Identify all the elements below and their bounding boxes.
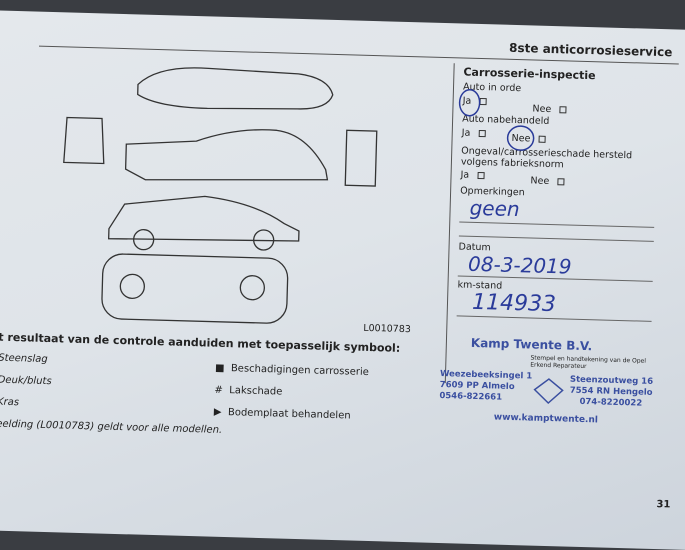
legend-title: et resultaat van de controle aanduiden m… <box>0 330 401 355</box>
q3-label: Ongeval/carrosserieschade hersteld volge… <box>460 145 633 171</box>
no-label: Nee <box>532 103 552 115</box>
legend-note: fbeelding (L0010783) geldt voor alle mod… <box>0 418 223 436</box>
stamp-caption: Stempel en handtekening van de Opel Erke… <box>530 354 647 371</box>
section-title: Carrosserie-inspectie <box>463 65 596 83</box>
legend-item: Lakschade <box>229 385 283 398</box>
legend-item: Beschadigingen carrosserie <box>230 363 369 378</box>
yes-label: Ja <box>460 169 470 181</box>
q1-no[interactable]: Nee <box>532 103 567 115</box>
stamp-phone: 0546-822661 <box>439 390 503 403</box>
handwritten-circle <box>458 88 481 117</box>
checkbox[interactable] <box>557 178 565 186</box>
diagram-code: L0010783 <box>363 322 412 336</box>
legend-item: Bodemplaat behandelen <box>227 407 351 422</box>
dealer-stamp: Kamp Twente B.V. Stempel en handtekening… <box>0 10 685 426</box>
no-label: Nee <box>530 175 550 187</box>
divider <box>444 63 455 384</box>
stamp-website: www.kamptwente.nl <box>493 412 599 426</box>
legend-item: Kras <box>0 396 20 409</box>
page-number: 31 <box>656 499 671 511</box>
q2-yes[interactable]: Ja <box>462 128 486 140</box>
km-value[interactable]: 114933 <box>471 289 557 318</box>
checkbox[interactable] <box>559 106 567 114</box>
checkbox[interactable] <box>478 129 486 138</box>
triangle-symbol-icon: ▶ <box>213 406 222 418</box>
car-side-view-sedan <box>124 129 329 181</box>
square-symbol-icon: ■ <box>214 362 225 374</box>
car-rear-view <box>344 129 378 187</box>
yes-label: Ja <box>461 127 471 139</box>
legend-item: Steenslag <box>0 352 48 366</box>
stamp-logo-icon <box>533 378 564 405</box>
checkbox[interactable] <box>538 135 546 143</box>
car-side-view-wagon <box>107 195 300 242</box>
hash-symbol-icon: # <box>214 384 224 396</box>
car-diagram <box>63 67 378 324</box>
stamp-name: Kamp Twente B.V. <box>470 335 593 354</box>
page-title: 8ste anticorrosieservice <box>508 40 673 60</box>
stamp-phone: 074-8220022 <box>579 396 643 409</box>
remarks-value[interactable]: geen <box>469 195 520 222</box>
q3-no[interactable]: Nee <box>530 175 565 187</box>
checkbox[interactable] <box>477 171 485 180</box>
document-page: 8ste anticorrosieservice Carrosserie-ins… <box>0 10 685 550</box>
car-top-view <box>137 67 334 110</box>
car-front-view <box>63 116 105 165</box>
handwritten-circle <box>506 125 535 151</box>
legend-item: Deuk/bluts <box>0 374 52 388</box>
date-value[interactable]: 08-3-2019 <box>467 251 572 279</box>
car-underbody-view <box>101 253 289 324</box>
q3-yes[interactable]: Ja <box>460 169 485 181</box>
